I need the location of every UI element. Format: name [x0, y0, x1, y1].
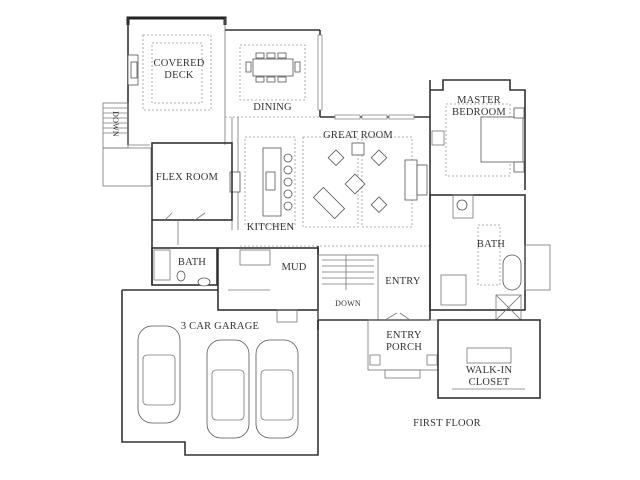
dining-table-icon	[252, 58, 294, 77]
room-label-covered-deck: COVERED DECK	[150, 58, 208, 82]
sink-icon	[197, 277, 211, 287]
room-label-master-bedroom: MASTER BEDROOM	[447, 95, 511, 119]
label-line: WALK-IN	[465, 365, 513, 376]
room-label-entry: ENTRY	[385, 276, 421, 287]
floor-title: FIRST FLOOR	[413, 418, 481, 429]
label-line: MASTER	[457, 95, 501, 106]
room-label-mud: MUD	[281, 262, 307, 273]
label-line: PORCH	[385, 342, 422, 353]
interior-stairs	[317, 254, 379, 321]
stairs-label-deck: DOWN	[111, 111, 120, 137]
covered-deck-area	[102, 16, 227, 187]
sofa-icon	[312, 186, 346, 220]
car-icon	[206, 339, 250, 439]
master-bath-area	[429, 194, 551, 321]
toilet-icon	[456, 199, 468, 211]
label-line: DECK	[164, 70, 194, 81]
master-bedroom-area	[430, 79, 526, 190]
room-label-great-room: GREAT ROOM	[323, 130, 393, 141]
room-label-bath-master: BATH	[476, 239, 506, 250]
stairs-label-interior: DOWN	[335, 299, 361, 308]
cooktop-icon	[229, 171, 241, 193]
walk-in-closet-area	[437, 319, 541, 399]
great-room-area	[240, 114, 430, 247]
label-line: BEDROOM	[452, 107, 506, 118]
room-label-bath-left: BATH	[177, 257, 207, 268]
kitchen-area	[229, 117, 296, 230]
armchair-icon	[351, 142, 365, 156]
room-label-garage: 3 CAR GARAGE	[180, 321, 260, 332]
left-bath-area	[151, 247, 218, 287]
fireplace-icon	[404, 159, 418, 201]
mud-room-area	[217, 246, 319, 330]
garage-area	[121, 289, 319, 456]
room-label-dining: DINING	[253, 102, 292, 113]
room-label-walk-in-closet: WALK-IN CLOSET	[463, 365, 515, 389]
label-line: COVERED	[153, 58, 205, 69]
car-icon	[137, 325, 181, 424]
toilet-icon	[176, 270, 186, 282]
shower-icon	[153, 249, 171, 281]
sink-icon	[265, 171, 276, 191]
label-line: ENTRY	[386, 330, 422, 341]
dining-area	[225, 29, 323, 118]
car-icon	[255, 339, 299, 439]
bathtub-icon	[502, 254, 522, 291]
coffee-table-icon	[344, 173, 366, 195]
room-label-kitchen: KITCHEN	[246, 222, 295, 233]
label-line: CLOSET	[468, 377, 510, 388]
room-label-flex-room: FLEX ROOM	[155, 172, 219, 183]
bed-icon	[480, 116, 524, 163]
room-label-entry-porch: ENTRY PORCH	[382, 330, 426, 354]
